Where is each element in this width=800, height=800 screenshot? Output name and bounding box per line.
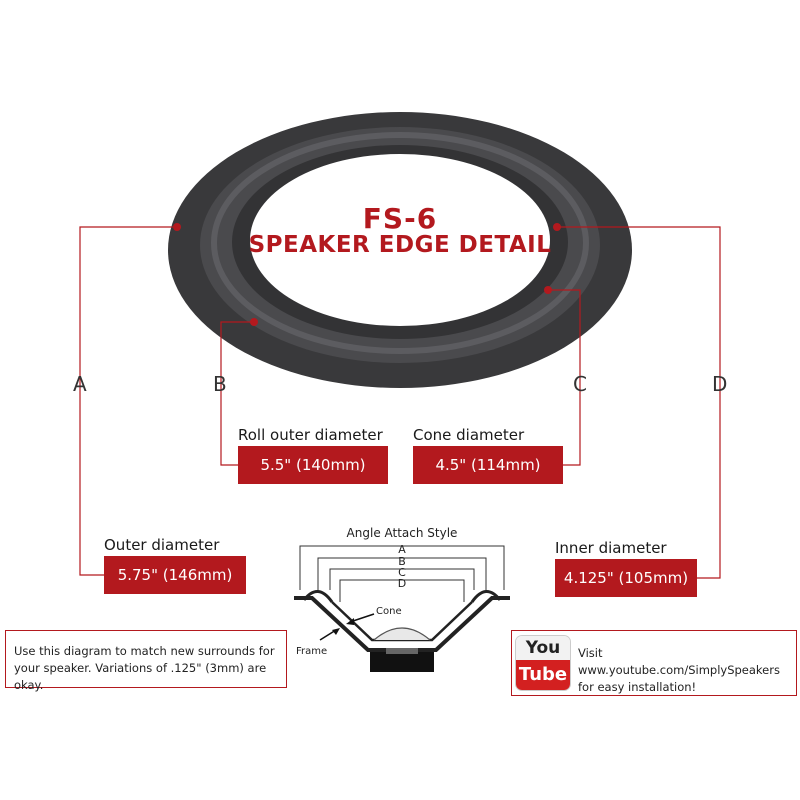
schematic-title: Angle Attach Style	[347, 526, 458, 540]
cone-diameter-label: Cone diameter	[413, 426, 525, 444]
leader-line-c	[548, 289, 581, 466]
page-title: SPEAKER EDGE DETAIL	[248, 232, 552, 258]
youtube-logo-tube: Tube	[516, 660, 570, 690]
marker-dot-a	[173, 223, 181, 231]
schematic-cone-label: Cone	[376, 606, 402, 617]
leader-line-b	[220, 321, 254, 466]
schematic-letter-d: D	[398, 577, 406, 590]
matching-note-text: Use this diagram to match new surrounds …	[14, 644, 275, 692]
marker-dot-b	[250, 318, 258, 326]
schematic-letter-a: A	[398, 543, 406, 556]
schematic-letter-c: C	[398, 566, 406, 579]
youtube-link-text[interactable]: Visit www.youtube.com/SimplySpeakers for…	[578, 646, 780, 694]
youtube-logo-you: You	[516, 636, 570, 660]
letter-c: C	[573, 372, 587, 396]
inner-diameter-label: Inner diameter	[555, 539, 667, 557]
marker-dot-d	[553, 223, 561, 231]
surround-center-hole	[250, 154, 550, 326]
cone-diameter-value: 4.5" (114mm)	[413, 446, 563, 484]
letter-a: A	[73, 372, 87, 396]
matching-note-box: Use this diagram to match new surrounds …	[5, 630, 287, 692]
schematic-letter-b: B	[398, 555, 406, 568]
outer-diameter-label: Outer diameter	[104, 536, 220, 554]
product-code-title: FS-6	[362, 202, 438, 235]
outer-diameter-value: 5.75" (146mm)	[104, 556, 246, 594]
inner-diameter-value: 4.125" (105mm)	[555, 559, 697, 597]
leader-line-a	[79, 226, 177, 576]
marker-dot-c	[544, 286, 552, 294]
letter-b: B	[213, 372, 227, 396]
schematic-frame-label: Frame	[296, 646, 327, 657]
leader-line-d	[557, 226, 721, 579]
angle-attach-schematic: Angle Attach Style A B C D Cone Frame	[294, 526, 510, 672]
letter-d: D	[712, 372, 728, 396]
surround-roll-ridge	[211, 132, 589, 354]
youtube-logo-icon[interactable]: You Tube	[516, 636, 570, 690]
roll-outer-diameter-label: Roll outer diameter	[238, 426, 383, 444]
roll-outer-diameter-value: 5.5" (140mm)	[238, 446, 388, 484]
